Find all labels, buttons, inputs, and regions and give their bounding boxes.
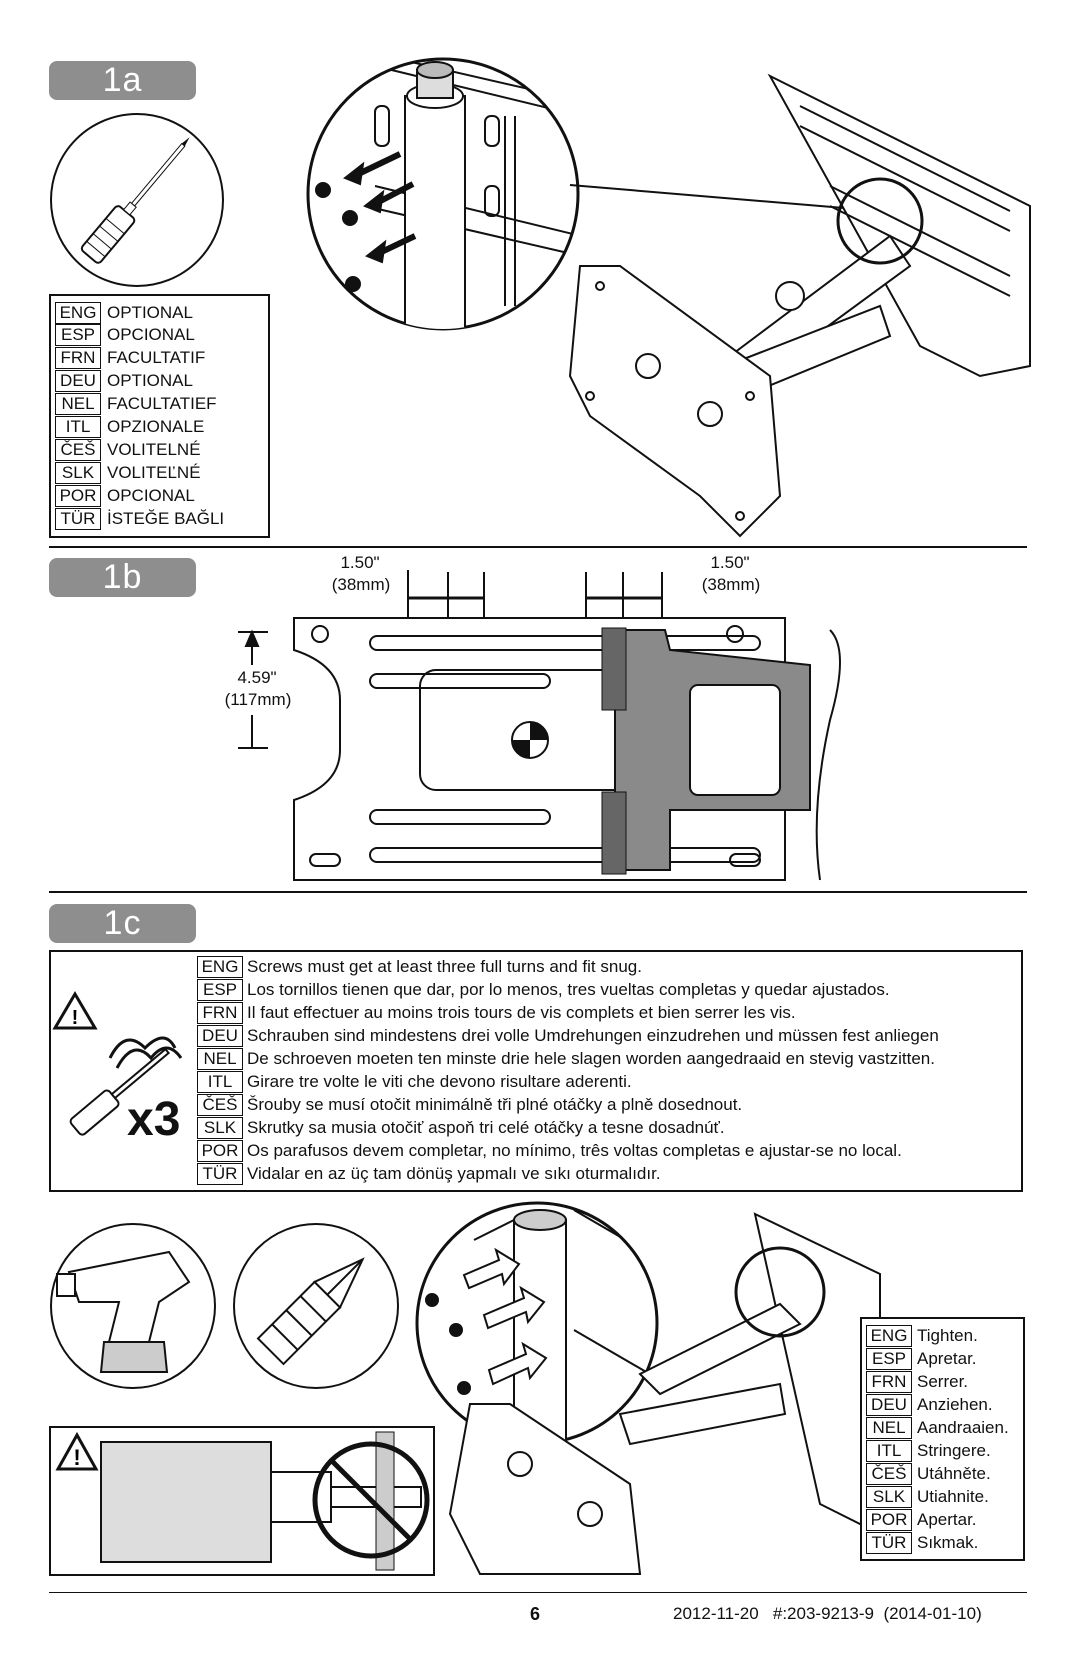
step-label-1c: 1c bbox=[49, 904, 196, 943]
step-label-1a: 1a bbox=[49, 61, 196, 100]
lang-code: FRN bbox=[197, 1002, 243, 1024]
lang-code: ČEŠ bbox=[55, 439, 101, 461]
lang-text: VOLITEĽNÉ bbox=[107, 463, 201, 482]
lang-text: Anziehen. bbox=[917, 1395, 993, 1414]
lang-text: FACULTATIF bbox=[107, 348, 206, 367]
section-divider bbox=[49, 891, 1027, 893]
lang-text: Šrouby se musí otočit minimálně tři plné… bbox=[247, 1095, 743, 1114]
lang-code: SLK bbox=[197, 1117, 243, 1139]
wall-mount-assembly-tighten bbox=[448, 1212, 881, 1575]
lang-code: TÜR bbox=[197, 1163, 243, 1185]
screw-removal-detail bbox=[306, 57, 580, 331]
lang-text: Tighten. bbox=[917, 1326, 978, 1345]
lang-text: Los tornillos tienen que dar, por lo men… bbox=[247, 980, 890, 999]
lang-code: ITL bbox=[197, 1071, 243, 1093]
lang-code: ČEŠ bbox=[866, 1463, 912, 1485]
lang-text: Sıkmak. bbox=[917, 1533, 979, 1552]
lang-code: ITL bbox=[866, 1440, 912, 1462]
lang-code: POR bbox=[55, 485, 101, 507]
dim-right-mm: (38mm) bbox=[701, 575, 761, 594]
dim-left-inch: 1.50" bbox=[340, 553, 380, 572]
lang-code: ENG bbox=[55, 302, 101, 324]
lang-text: OPTIONAL bbox=[107, 303, 193, 322]
wall-mount-assembly bbox=[568, 73, 1031, 538]
dim-left-mm: (38mm) bbox=[331, 575, 391, 594]
lang-text: Utiahnite. bbox=[917, 1487, 989, 1506]
mounting-plate-diagram bbox=[238, 570, 841, 881]
screw-tighten-detail bbox=[415, 1201, 659, 1445]
lang-text: Os parafusos devem completar, no mínimo,… bbox=[247, 1141, 902, 1160]
lang-code: FRN bbox=[866, 1371, 912, 1393]
lang-text: Apertar. bbox=[917, 1510, 977, 1529]
lang-code: SLK bbox=[866, 1486, 912, 1508]
lang-text: Stringere. bbox=[917, 1441, 991, 1460]
lang-code: POR bbox=[866, 1509, 912, 1531]
lang-text: OPCIONAL bbox=[107, 325, 195, 344]
lang-text: OPCIONAL bbox=[107, 486, 195, 505]
lang-code: SLK bbox=[55, 462, 101, 484]
lang-code: NEL bbox=[197, 1048, 243, 1070]
doc-info: 2012-11-20 #:203-9213-9 (2014-01-10) bbox=[673, 1604, 982, 1623]
lang-text: Aandraaien. bbox=[917, 1418, 1009, 1437]
drill-overtighten-icon bbox=[100, 1431, 430, 1571]
no-overtighten-warning: ! bbox=[49, 1426, 435, 1576]
lang-code: ČEŠ bbox=[197, 1094, 243, 1116]
lang-text: Il faut effectuer au moins trois tours d… bbox=[247, 1003, 796, 1022]
lang-code: DEU bbox=[197, 1025, 243, 1047]
lang-code: TÜR bbox=[866, 1532, 912, 1554]
lang-text: Skrutky sa musia otočiť aspoň tri celé o… bbox=[247, 1118, 725, 1137]
lang-text: OPZIONALE bbox=[107, 417, 205, 436]
tighten-language-table: ENG Tighten. ESP Apretar. FRN Serrer. DEU An… bbox=[860, 1317, 1025, 1561]
dim-right-inch: 1.50" bbox=[710, 553, 750, 572]
lang-code: ESP bbox=[866, 1348, 912, 1370]
lang-code: FRN bbox=[55, 347, 101, 369]
lang-text: De schroeven moeten ten minste drie hele… bbox=[247, 1049, 935, 1068]
screwdriver-icon bbox=[50, 113, 224, 287]
lang-text: Vidalar en az üç tam dönüş yapmalı ve sı… bbox=[247, 1164, 661, 1183]
lang-code: ENG bbox=[866, 1325, 912, 1347]
lang-code: ESP bbox=[197, 979, 243, 1001]
lang-code: ITL bbox=[55, 416, 101, 438]
footer-rule bbox=[49, 1592, 1027, 1593]
lang-text: Girare tre volte le viti che devono risu… bbox=[247, 1072, 632, 1091]
optional-language-table: ENG OPTIONAL ESP OPCIONAL FRN FACULTATIF DE… bbox=[49, 294, 270, 538]
lang-code: NEL bbox=[866, 1417, 912, 1439]
lang-text: İSTEĞE BAĞLI bbox=[107, 509, 225, 528]
lang-code: TÜR bbox=[55, 508, 101, 530]
lang-code: ESP bbox=[55, 324, 101, 346]
step-label-1b: 1b bbox=[49, 558, 196, 597]
phillips-bit-icon bbox=[233, 1223, 399, 1389]
lang-text: OPTIONAL bbox=[107, 371, 193, 390]
lang-code: DEU bbox=[866, 1394, 912, 1416]
lang-code: DEU bbox=[55, 370, 101, 392]
page-number: 6 bbox=[530, 1604, 541, 1624]
dim-vertical-mm: (117mm) bbox=[224, 690, 292, 709]
lang-code: ENG bbox=[197, 956, 243, 978]
leader-line bbox=[569, 184, 869, 211]
lang-text: Screws must get at least three full turn… bbox=[247, 957, 642, 976]
svg-text:!: ! bbox=[73, 1445, 80, 1470]
lang-text: Utáhněte. bbox=[917, 1464, 991, 1483]
dim-vertical-inch: 4.59" bbox=[237, 668, 277, 687]
warning-screwdriver-icon: ! bbox=[52, 991, 183, 1136]
power-drill-icon bbox=[50, 1223, 216, 1389]
lang-text: Schrauben sind mindestens drei volle Umd… bbox=[247, 1026, 939, 1045]
svg-text:!: ! bbox=[72, 1007, 79, 1029]
lang-code: POR bbox=[197, 1140, 243, 1162]
warning-triangle-icon: ! bbox=[55, 1431, 99, 1471]
lang-text: FACULTATIEF bbox=[107, 394, 217, 413]
multiplier-label: x3 bbox=[127, 1093, 181, 1146]
lang-text: VOLITELNÉ bbox=[107, 440, 201, 459]
lang-text: Serrer. bbox=[917, 1372, 969, 1391]
lang-text: Apretar. bbox=[917, 1349, 977, 1368]
section-divider bbox=[49, 546, 1027, 548]
lang-code: NEL bbox=[55, 393, 101, 415]
